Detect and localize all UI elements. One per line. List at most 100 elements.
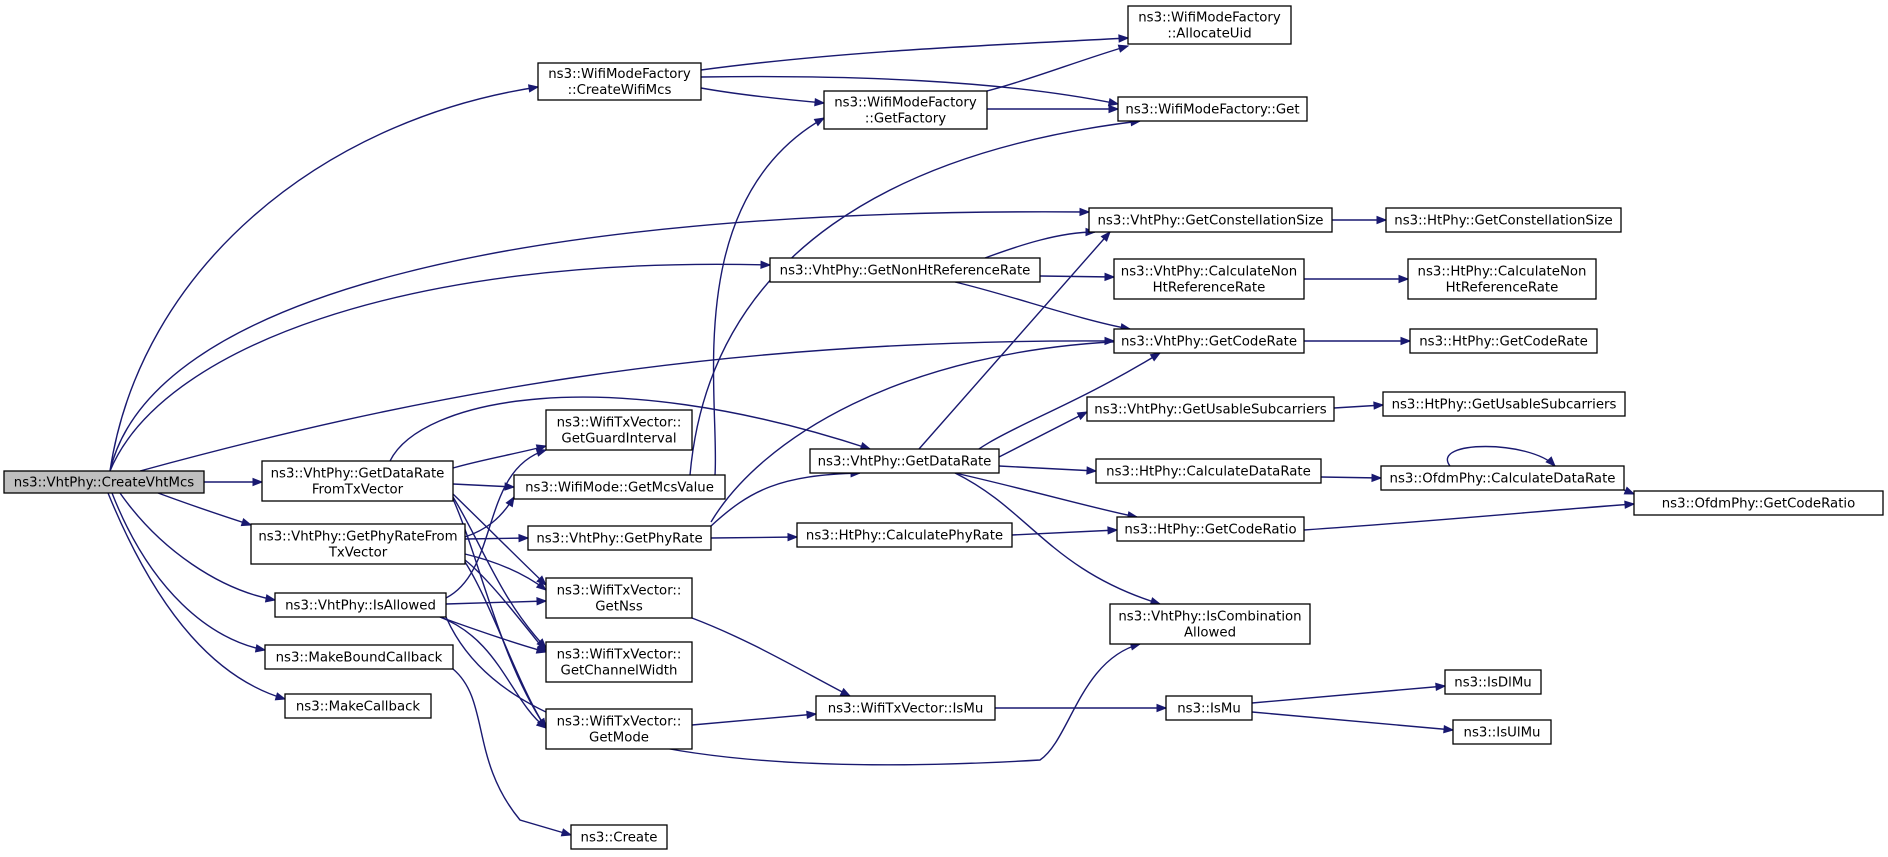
node-label: ns3::HtPhy::CalculateDataRate <box>1106 465 1311 480</box>
edge-line <box>1011 529 1118 536</box>
arrowhead-icon <box>1086 466 1098 475</box>
function-node-get-mode[interactable]: ns3::WifiTxVector::GetMode <box>545 708 693 750</box>
call-edge <box>710 469 862 527</box>
function-node-channel-width[interactable]: ns3::WifiTxVector::GetChannelWidth <box>545 641 693 683</box>
node-label: GetNss <box>595 600 643 615</box>
edge-line <box>712 117 825 476</box>
call-edge <box>710 532 799 542</box>
node-label: ns3::IsMu <box>1177 702 1241 717</box>
call-edge <box>1446 445 1556 467</box>
edge-line <box>109 263 771 472</box>
arrowhead-icon <box>1623 486 1636 495</box>
function-node-vht-usable[interactable]: ns3::VhtPhy::GetUsableSubcarriers <box>1086 396 1335 422</box>
arrowhead-icon <box>1107 526 1119 535</box>
arrowhead-icon <box>813 117 826 127</box>
arrowhead-icon <box>1376 215 1388 225</box>
node-box <box>527 525 712 551</box>
node-label: ns3::VhtPhy::GetCodeRate <box>1121 335 1297 350</box>
node-box <box>250 523 466 565</box>
function-node-get-nss[interactable]: ns3::WifiTxVector::GetNss <box>545 577 693 619</box>
function-node-make-callback[interactable]: ns3::MakeCallback <box>284 693 432 719</box>
function-node-ht-calc-phy-rate[interactable]: ns3::HtPhy::CalculatePhyRate <box>796 522 1013 548</box>
arrowhead-icon <box>814 97 826 107</box>
node-label: ns3::HtPhy::GetConstellationSize <box>1394 214 1612 229</box>
function-node-ht-const[interactable]: ns3::HtPhy::GetConstellationSize <box>1385 207 1622 233</box>
arrowhead-icon <box>240 518 253 527</box>
function-node-ht-calc-data-rate[interactable]: ns3::HtPhy::CalculateDataRate <box>1095 458 1322 484</box>
node-box <box>274 592 447 618</box>
call-edge <box>954 281 1132 332</box>
node-label: ns3::HtPhy::GetCodeRate <box>1419 335 1588 350</box>
node-label: ns3::VhtPhy::GetPhyRate <box>536 532 702 547</box>
edge-line <box>111 492 266 651</box>
edge-line <box>998 411 1088 458</box>
function-node-is-ul-mu[interactable]: ns3::IsUlMu <box>1452 719 1552 745</box>
node-box <box>1113 258 1305 300</box>
function-node-vht-code-rate[interactable]: ns3::VhtPhy::GetCodeRate <box>1113 328 1305 354</box>
node-label: TxVector <box>328 546 388 561</box>
node-box <box>1409 328 1598 354</box>
edge-line <box>439 616 547 729</box>
function-node-vht-const[interactable]: ns3::VhtPhy::GetConstellationSize <box>1088 207 1333 233</box>
node-box <box>513 474 726 500</box>
node-box <box>1633 490 1884 516</box>
call-edge <box>1251 711 1455 734</box>
node-label: ::GetFactory <box>865 112 946 127</box>
edge-line <box>139 340 1115 472</box>
function-node-vht-phy-rate[interactable]: ns3::VhtPhy::GetPhyRate <box>527 525 712 551</box>
call-edge <box>439 616 548 654</box>
function-node-is-allowed[interactable]: ns3::VhtPhy::IsAllowed <box>274 592 447 618</box>
function-node-ht-code-ratio[interactable]: ns3::HtPhy::GetCodeRatio <box>1116 516 1305 542</box>
edge-line <box>1303 503 1635 531</box>
function-node-ht-usable[interactable]: ns3::HtPhy::GetUsableSubcarriers <box>1382 391 1626 417</box>
node-label: GetChannelWidth <box>561 664 678 679</box>
function-node-non-ht-ref[interactable]: ns3::VhtPhy::GetNonHtReferenceRate <box>769 257 1041 283</box>
function-node-create-wifi-mcs[interactable]: ns3::WifiModeFactory::CreateWifiMcs <box>537 62 702 101</box>
node-label: ::AllocateUid <box>1167 27 1251 42</box>
edge-line <box>464 553 547 591</box>
node-box <box>284 693 432 719</box>
function-node-get-factory[interactable]: ns3::WifiModeFactory::GetFactory <box>823 90 988 130</box>
edge-line <box>464 559 547 653</box>
function-node-vht-data-rate[interactable]: ns3::VhtPhy::GetDataRate <box>809 448 1000 474</box>
function-node-tx-is-mu[interactable]: ns3::WifiTxVector::IsMu <box>815 695 996 721</box>
edge-line <box>710 536 798 539</box>
arrowhead-icon <box>505 495 515 508</box>
arrowhead-icon <box>1624 500 1636 509</box>
node-label: ns3::HtPhy::CalculateNon <box>1418 265 1587 280</box>
function-node-ht-code-rate[interactable]: ns3::HtPhy::GetCodeRate <box>1409 328 1598 354</box>
node-label: ns3::VhtPhy::GetConstellationSize <box>1098 214 1324 229</box>
node-box <box>3 470 205 494</box>
function-node-guard-interval[interactable]: ns3::WifiTxVector::GetGuardInterval <box>545 409 693 451</box>
call-edge <box>204 477 264 487</box>
edge-line <box>452 493 547 586</box>
edge-line <box>119 492 276 601</box>
call-edge <box>1623 486 1636 495</box>
arrowhead-icon <box>1117 44 1130 53</box>
function-node-mcs-value[interactable]: ns3::WifiMode::GetMcsValue <box>513 474 726 500</box>
edge-line <box>984 231 1096 259</box>
function-node-is-dl-mu[interactable]: ns3::IsDlMu <box>1444 669 1542 695</box>
node-label: ns3::WifiTxVector:: <box>557 416 682 431</box>
edge-line <box>1320 476 1382 479</box>
function-node-is-mu[interactable]: ns3::IsMu <box>1165 695 1253 721</box>
function-node-ofdm-calc-data-rate[interactable]: ns3::OfdmPhy::CalculateDataRate <box>1380 465 1625 491</box>
function-node-allocate-uid[interactable]: ns3::WifiModeFactory::AllocateUid <box>1127 5 1292 45</box>
call-edge <box>995 703 1168 713</box>
function-node-factory-get[interactable]: ns3::WifiModeFactory::Get <box>1117 96 1308 122</box>
call-edge <box>998 411 1089 458</box>
function-node-create[interactable]: ns3::Create <box>570 824 668 850</box>
call-edge <box>691 710 818 726</box>
node-label: ns3::MakeCallback <box>296 700 421 715</box>
edge-line <box>710 472 861 527</box>
call-edge <box>452 668 573 837</box>
function-node-make-bound[interactable]: ns3::MakeBoundCallback <box>264 644 454 670</box>
call-edge <box>439 616 548 729</box>
function-node-ofdm-code-ratio[interactable]: ns3::OfdmPhy::GetCodeRatio <box>1633 490 1884 516</box>
arrowhead-icon <box>527 84 540 93</box>
